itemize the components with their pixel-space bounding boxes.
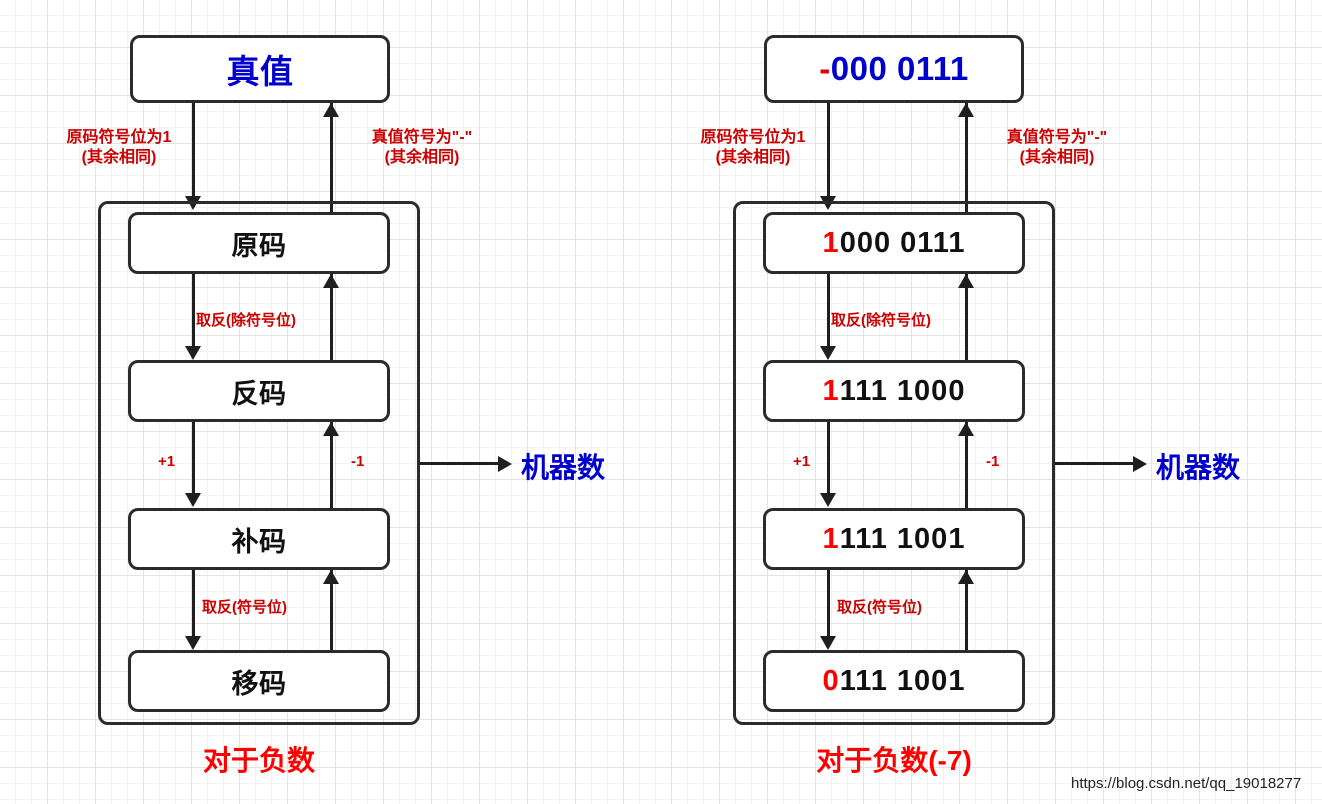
left-truth-value-box: 真值 — [130, 35, 390, 103]
right-machine-number-label: 机器数 — [1156, 452, 1241, 483]
right-down-connector-ones-to-twos — [827, 422, 830, 498]
right-arrow-up-to-twos — [958, 570, 974, 584]
left-machine-number-label: 机器数 — [521, 452, 606, 483]
right-down-connector-original-to-ones — [827, 274, 830, 352]
left-down-connector-original-to-ones — [192, 274, 195, 352]
right-label-invert-except-sign: 取反(除符号位) — [831, 312, 931, 329]
left-arrow-down-to-ones — [185, 346, 201, 360]
right-down-connector-truth-to-original — [827, 103, 830, 198]
right-label-truth-sign-is-minus: 真值符号为"-" (其余相同) — [1006, 129, 1108, 166]
left-label-invert-except-sign: 取反(除符号位) — [196, 312, 296, 329]
left-node-offset-code: 移码 — [128, 650, 390, 712]
right-up-connector-offset-to-twos — [965, 570, 968, 650]
right-label-minus-one: -1 — [986, 453, 1000, 470]
left-down-connector-truth-to-original — [192, 103, 195, 198]
left-label-original-sign-is-one: 原码符号位为1 (其余相同) — [66, 129, 172, 166]
left-up-connector-original-to-truth — [330, 103, 333, 273]
right-up-connector-twos-to-ones — [965, 422, 968, 508]
left-label-invert-sign: 取反(符号位) — [202, 599, 287, 616]
right-arrow-right-machine-number — [1133, 456, 1147, 472]
right-label-invert-sign: 取反(符号位) — [837, 599, 922, 616]
watermark: https://blog.csdn.net/qq_19018277 — [1071, 775, 1302, 792]
left-node-twos-complement-text: 补码 — [231, 526, 287, 557]
right-arrow-up-to-truth — [958, 103, 974, 117]
left-arrow-up-to-ones — [323, 422, 339, 436]
left-machine-number-connector — [420, 462, 500, 465]
right-label-original-sign-is-one: 原码符号位为1 (其余相同) — [700, 129, 806, 166]
left-arrow-down-to-offset — [185, 636, 201, 650]
right-node-ones-complement-sign: 1 — [822, 374, 840, 407]
right-node-twos-complement-sign: 1 — [822, 522, 840, 555]
right-arrow-up-to-ones — [958, 422, 974, 436]
left-down-connector-ones-to-twos — [192, 422, 195, 498]
right-truth-value-box: -000 0111 — [764, 35, 1024, 103]
left-label-minus-one: -1 — [351, 453, 365, 470]
right-arrow-down-to-offset — [820, 636, 836, 650]
left-group-container — [98, 201, 420, 725]
left-node-twos-complement: 补码 — [128, 508, 390, 570]
left-node-ones-complement-text: 反码 — [231, 378, 287, 409]
right-group-container — [733, 201, 1055, 725]
right-truth-value-digits: 000 0111 — [830, 50, 969, 87]
right-machine-number-connector — [1055, 462, 1135, 465]
right-node-offset-code-sign: 0 — [822, 664, 840, 697]
right-arrow-down-to-ones — [820, 346, 836, 360]
left-up-connector-ones-to-original — [330, 274, 333, 360]
right-up-connector-ones-to-original — [965, 274, 968, 360]
left-node-ones-complement: 反码 — [128, 360, 390, 422]
left-arrow-up-to-original — [323, 274, 339, 288]
left-truth-value-text: 真值 — [226, 53, 294, 90]
right-node-original-code-sign: 1 — [822, 226, 840, 259]
right-truth-value-sign: - — [819, 50, 831, 87]
left-up-connector-twos-to-ones — [330, 422, 333, 508]
left-arrow-right-machine-number — [498, 456, 512, 472]
right-node-ones-complement-rest: 111 1000 — [839, 374, 966, 407]
left-node-original-code: 原码 — [128, 212, 390, 274]
right-arrow-down-to-twos — [820, 493, 836, 507]
left-arrow-up-to-twos — [323, 570, 339, 584]
left-label-plus-one: +1 — [158, 453, 176, 470]
left-arrow-up-to-truth — [323, 103, 339, 117]
right-up-connector-original-to-truth — [965, 103, 968, 273]
left-caption: 对于负数 — [202, 745, 315, 776]
right-node-twos-complement-rest: 111 1001 — [839, 522, 966, 555]
right-node-original-code-rest: 000 0111 — [839, 226, 966, 259]
right-caption: 对于负数(-7) — [816, 745, 972, 776]
left-down-connector-twos-to-offset — [192, 570, 195, 638]
left-up-connector-offset-to-twos — [330, 570, 333, 650]
right-arrow-up-to-original — [958, 274, 974, 288]
left-label-truth-sign-is-minus: 真值符号为"-" (其余相同) — [371, 129, 473, 166]
left-node-offset-code-text: 移码 — [231, 668, 287, 699]
left-node-original-code-text: 原码 — [231, 230, 287, 261]
right-node-offset-code-rest: 111 1001 — [839, 664, 966, 697]
right-label-plus-one: +1 — [793, 453, 811, 470]
right-down-connector-twos-to-offset — [827, 570, 830, 638]
left-arrow-down-to-twos — [185, 493, 201, 507]
